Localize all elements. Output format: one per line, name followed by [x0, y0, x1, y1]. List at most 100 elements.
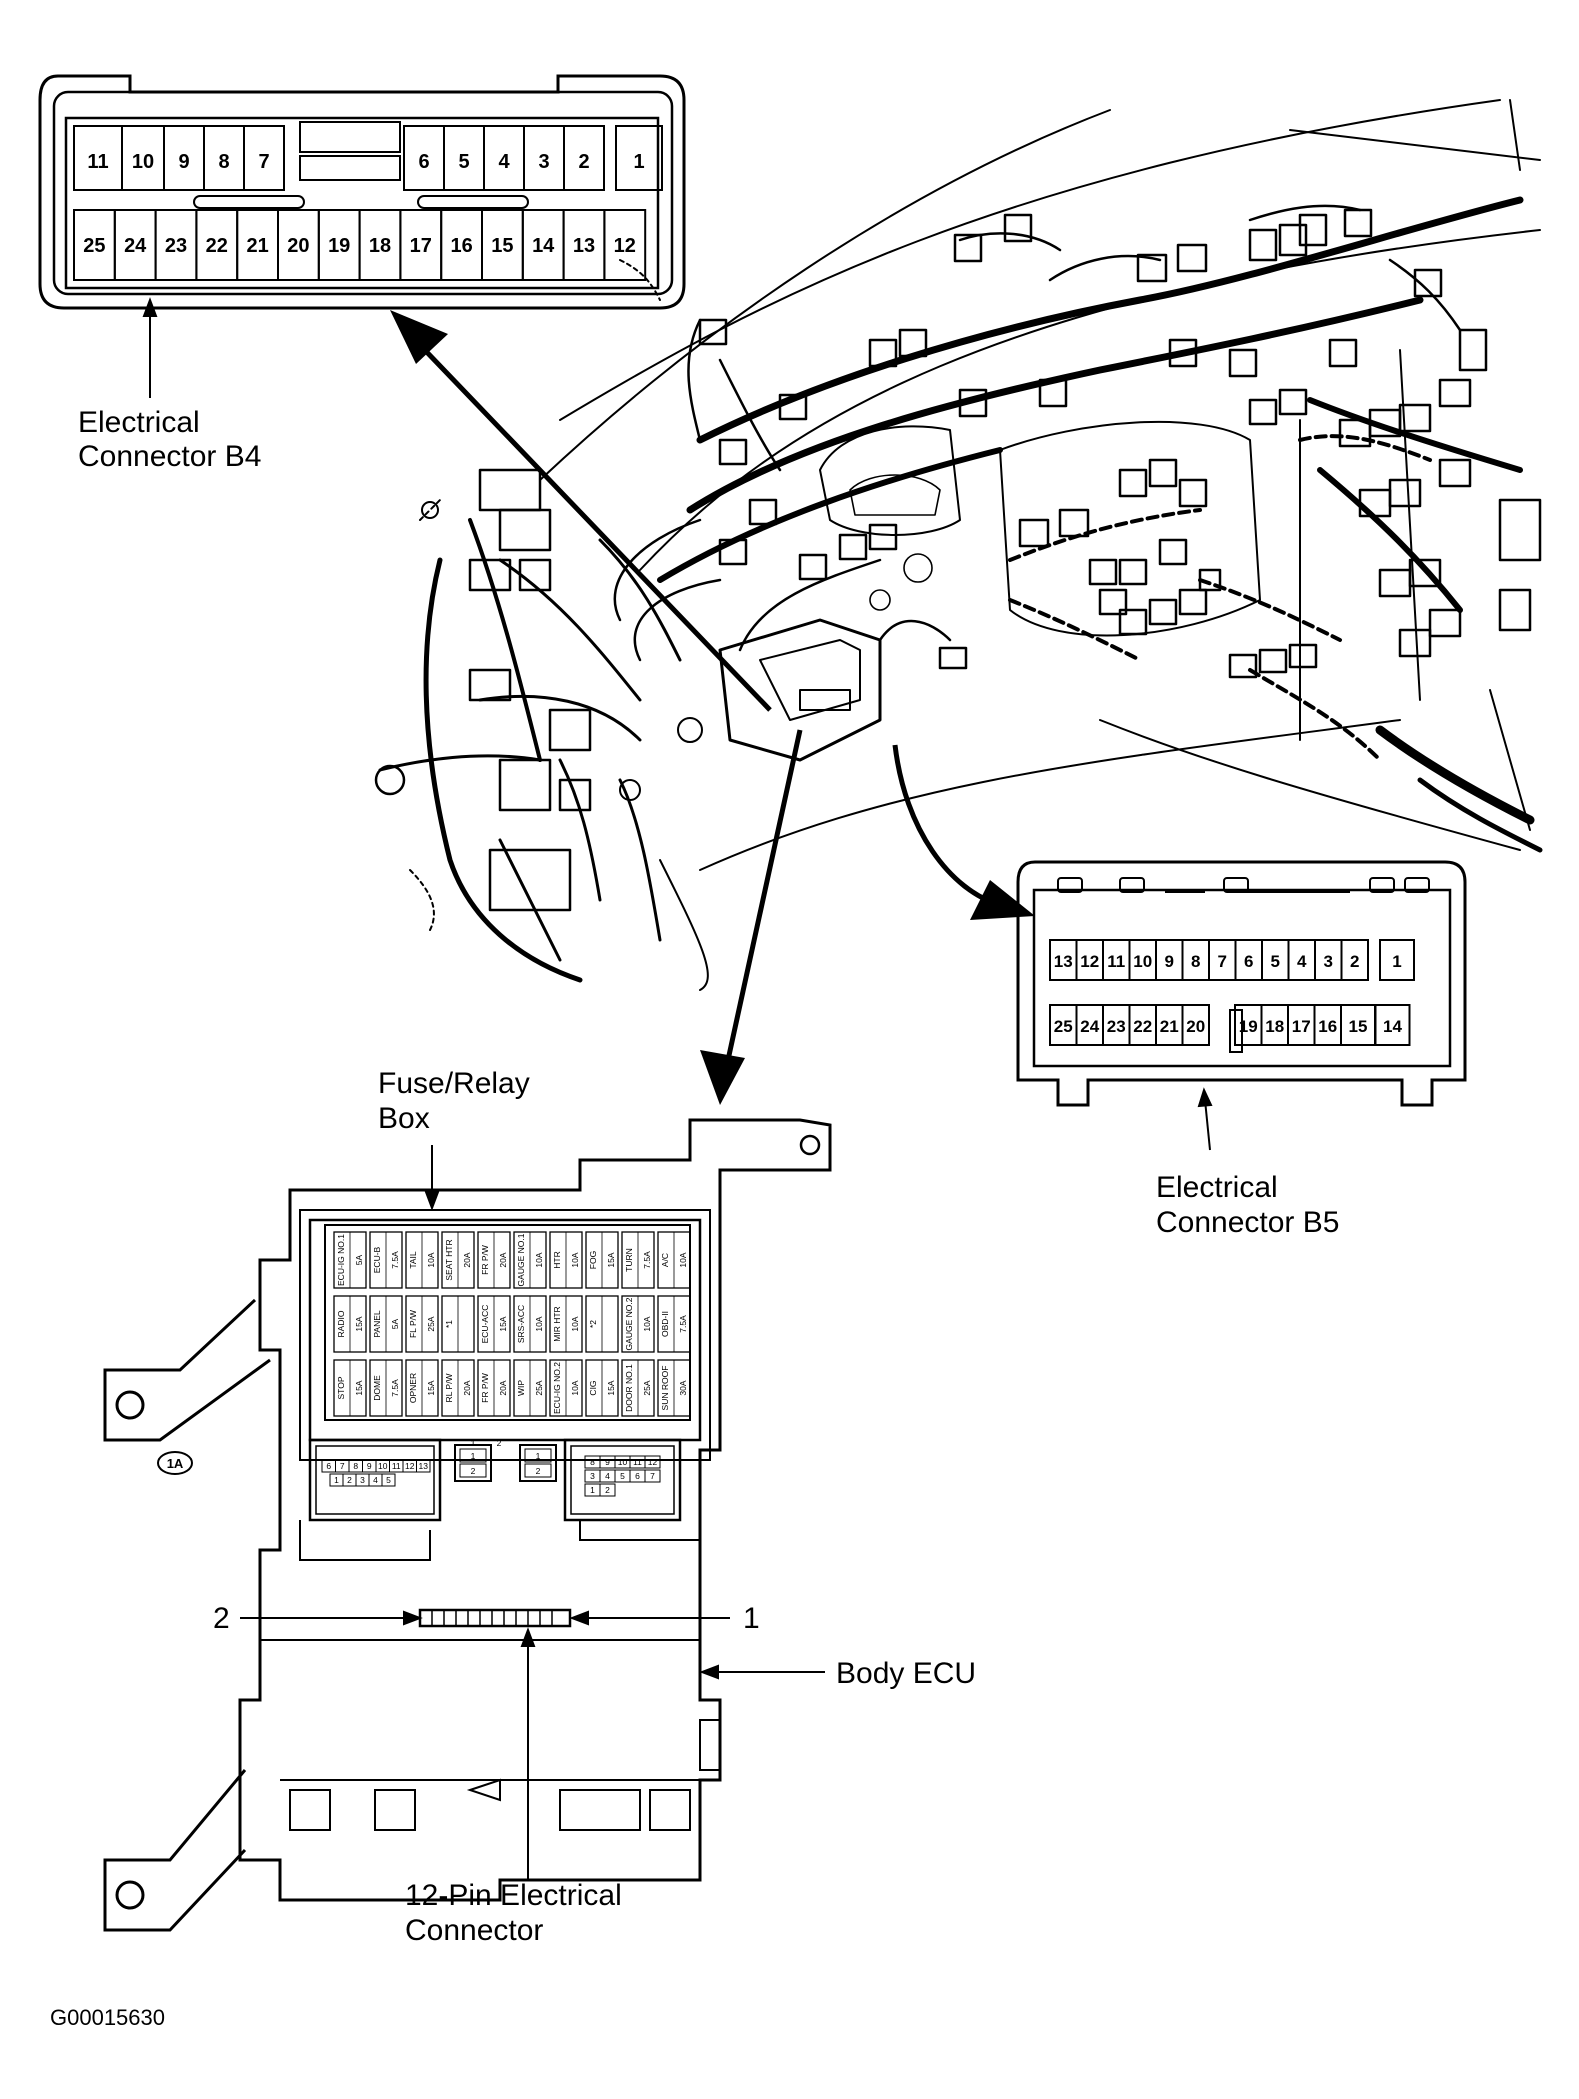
fuse-relay-box — [103, 1118, 832, 1932]
fuse-name: OPNER — [408, 1373, 418, 1403]
fuse-name: SRS-ACC — [516, 1305, 526, 1343]
fuse-amp: 20A — [498, 1380, 508, 1395]
fuse-name: GAUGE NO.2 — [624, 1297, 634, 1350]
fuse-connector-pin: 2 — [605, 1485, 610, 1495]
fuse-connector-pin: 4 — [373, 1475, 378, 1485]
fuse-amp: 15A — [354, 1316, 364, 1331]
relay-pin: 2 — [536, 1466, 541, 1476]
b5-pin-label: 15 — [1349, 1017, 1368, 1036]
b4-pin-label: 25 — [83, 235, 105, 257]
b4-pin-label: 8 — [218, 151, 229, 173]
fuse-connector-pin: 5 — [386, 1475, 391, 1485]
fuse-amp: 5A — [390, 1318, 400, 1329]
b5-pin-label: 24 — [1080, 1017, 1099, 1036]
fuse-name: WIP — [516, 1380, 526, 1396]
fuse-name: CIG — [588, 1380, 598, 1395]
fuse-amp: 10A — [570, 1380, 580, 1395]
fuse-amp: 25A — [642, 1380, 652, 1395]
b4-pin-label: 19 — [328, 235, 350, 257]
fuse-name: RL P/W — [444, 1374, 454, 1403]
fuse-name: STOP — [336, 1376, 346, 1399]
pin-connector-label-line1: 12-Pin Electrical — [405, 1879, 622, 1912]
relay-cell — [459, 1448, 487, 1463]
fuse-connector-pin: 9 — [605, 1457, 610, 1467]
fuse-amp: 15A — [498, 1316, 508, 1331]
b5-pin-label: 11 — [1107, 952, 1125, 971]
fuse-name: GAUGE NO.1 — [516, 1233, 526, 1286]
b4-label-line2: Connector B4 — [78, 440, 261, 473]
fuse-amp: 10A — [570, 1316, 580, 1331]
fuse-cell: DOOR NO.1 25A — [621, 1359, 655, 1417]
fuse-name: DOOR NO.1 — [624, 1364, 634, 1412]
fuse-name: SUN ROOF — [660, 1366, 670, 1411]
b4-pin-label: 7 — [258, 151, 269, 173]
fuse-amp: 7.5A — [390, 1379, 400, 1397]
b5-pin-label: 10 — [1133, 952, 1152, 971]
b4-pin-cell — [563, 125, 605, 191]
b5-pin-label: 9 — [1165, 952, 1174, 971]
b5-pin-label: 19 — [1239, 1017, 1258, 1036]
b5-pin-label: 14 — [1383, 1017, 1402, 1036]
fuse-connector-cell — [599, 1483, 616, 1497]
fuse-amp: 15A — [606, 1380, 616, 1395]
fuse-connector-pin: 8 — [590, 1457, 595, 1467]
b5-label-line2: Connector B5 — [1156, 1206, 1339, 1239]
fuse-amp: 10A — [678, 1252, 688, 1267]
fuse-amp: 20A — [462, 1252, 472, 1267]
b4-pin-label: 18 — [369, 235, 391, 257]
fuse-name: FR P/W — [480, 1245, 490, 1275]
body-ecu-label: Body ECU — [836, 1657, 976, 1690]
b5-pin-label: 18 — [1265, 1017, 1284, 1036]
fuse-connector-pin: 1 — [590, 1485, 595, 1495]
b4-pin-label: 15 — [491, 235, 513, 257]
fuse-name: ECU-IG NO.2 — [552, 1362, 562, 1414]
b4-pin-label: 10 — [132, 151, 154, 173]
b4-pin-label: 4 — [498, 151, 510, 173]
relay-cell — [459, 1463, 487, 1478]
fuse-amp: 15A — [354, 1380, 364, 1395]
fuse-name: ECU-IG NO.1 — [336, 1234, 346, 1286]
connector-b5 — [1016, 860, 1467, 1107]
fuse-box-label-line2: Box — [378, 1102, 430, 1135]
fuse-connector-pin: 2 — [497, 1438, 502, 1448]
b5-pin-cell — [1181, 1004, 1210, 1046]
b4-pin-label: 6 — [418, 151, 429, 173]
fuse-connector-pin: 4 — [605, 1471, 610, 1481]
b5-pin-cell — [1379, 939, 1415, 981]
fuse-name: HTR — [552, 1251, 562, 1268]
fuse-connector-pin: 13 — [419, 1461, 429, 1471]
relay-pin: 1 — [536, 1451, 541, 1461]
fuse-amp: 7.5A — [678, 1315, 688, 1333]
connector-b4 — [38, 74, 686, 310]
fuse-name: FOG — [588, 1251, 598, 1269]
relay-pin: 1 — [471, 1451, 476, 1461]
mount-tag-label: 1A — [167, 1456, 184, 1471]
b4-pin-label: 11 — [87, 151, 108, 173]
fuse-cell: CIG 15A — [585, 1359, 619, 1417]
fuse-name: TAIL — [408, 1251, 418, 1269]
b4-pin-label: 16 — [450, 235, 472, 257]
fuse-connector-cell — [644, 1455, 661, 1469]
fuse-connector-pin: 6 — [635, 1471, 640, 1481]
b5-pin-label: 17 — [1292, 1017, 1311, 1036]
b4-pin-cell — [615, 125, 663, 191]
fuse-connector-pin: 7 — [650, 1471, 655, 1481]
b4-pin-label: 23 — [165, 235, 187, 257]
fuse-cell: STOP 15A — [333, 1359, 367, 1417]
fuse-connector-pin: 6 — [326, 1461, 331, 1471]
fuse-name: PANEL — [372, 1310, 382, 1338]
fuse-connector-pin: 12 — [648, 1457, 658, 1467]
